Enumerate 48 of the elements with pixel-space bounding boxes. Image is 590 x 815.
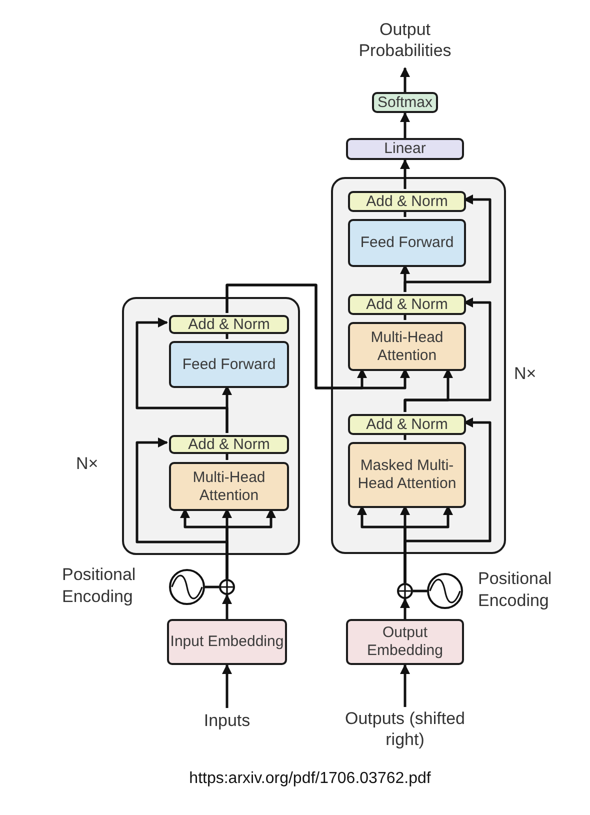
arrow (400, 67, 410, 92)
connector-line (404, 433, 406, 440)
input-label: Inputs (187, 708, 267, 732)
encoding-label: Positional Encoding (478, 568, 553, 612)
arrow (400, 598, 410, 619)
connector-line (404, 313, 406, 320)
connector-line (205, 586, 219, 588)
source-link: https:arxiv.org/pdf/1706.03762.pdf (188, 769, 432, 789)
add-circle (219, 579, 235, 595)
arrow (136, 318, 228, 433)
attention-box: Multi-Head Attention (348, 322, 466, 371)
add-norm-box: Add & Norm (348, 191, 466, 212)
feed-forward-box: Feed Forward (169, 341, 289, 388)
arrow (404, 418, 492, 583)
add-norm-box: Add & Norm (169, 435, 289, 454)
sine-wave-circle (169, 569, 205, 605)
encoder-block (122, 297, 300, 555)
arrow (400, 159, 410, 189)
output-label: Output Probabilities (340, 12, 470, 68)
arrow (226, 284, 410, 390)
connector-line (404, 210, 406, 217)
attention-box: Multi-Head Attention (169, 462, 289, 511)
arrow (136, 438, 228, 579)
encoding-label: Positional Encoding (62, 564, 137, 608)
feed-forward-box: Feed Forward (348, 219, 466, 267)
output-label: Outputs (shifted right) (345, 707, 465, 751)
linear-box: Linear (346, 138, 464, 160)
connector-line (226, 452, 228, 460)
repeat-count-label: N× (76, 453, 100, 475)
masked-attention-box: Masked Multi-Head Attention (348, 442, 466, 508)
embedding-box: Output Embedding (346, 619, 464, 665)
add-norm-box: Add & Norm (348, 414, 466, 435)
arrow (222, 664, 232, 708)
repeat-count-label: N× (514, 363, 538, 385)
add-norm-box: Add & Norm (348, 294, 466, 315)
embedding-box: Input Embedding (167, 619, 287, 665)
add-circle (397, 583, 413, 599)
connector-line (413, 590, 427, 592)
softmax-box: Softmax (372, 92, 438, 113)
arrow (400, 664, 410, 707)
arrow (222, 594, 232, 619)
connector-line (226, 332, 228, 339)
arrow (404, 194, 492, 292)
sine-wave-circle (427, 573, 463, 609)
decoder-block (331, 177, 506, 554)
add-norm-box: Add & Norm (169, 315, 289, 334)
arrow (400, 112, 410, 138)
arrow (404, 298, 492, 412)
